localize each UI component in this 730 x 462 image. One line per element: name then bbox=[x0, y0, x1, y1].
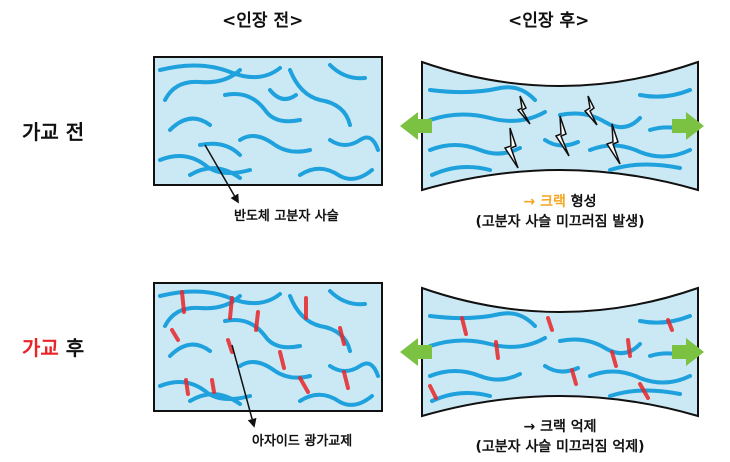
caption-chain-slip-occurs: (고분자 사슬 미끄러짐 발생) bbox=[475, 214, 645, 230]
arrow-left-icon bbox=[400, 112, 432, 140]
crosslink-suffix: 후 bbox=[65, 336, 85, 360]
label-crosslinker: 아자이드 광가교제 bbox=[252, 434, 353, 449]
arrow-right-icon bbox=[672, 338, 704, 366]
polymer-chains bbox=[428, 311, 694, 403]
caption-arrow: → bbox=[523, 194, 536, 210]
arrow-left-icon bbox=[400, 338, 432, 366]
arrow-right-icon bbox=[672, 112, 704, 140]
header-after-stretch: <인장 후> bbox=[508, 11, 590, 31]
crack-marks bbox=[503, 95, 621, 169]
label-polymer-chain: 반도체 고분자 사슬 bbox=[234, 209, 339, 224]
polymer-chain-pointer bbox=[204, 144, 239, 204]
crosslink-bonds bbox=[428, 316, 674, 400]
caption-crack-word: 크랙 bbox=[540, 194, 566, 210]
polymer-chains bbox=[158, 63, 380, 181]
header-before-stretch: <인장 전> bbox=[222, 11, 304, 31]
row-label-before-crosslink: 가교 전 bbox=[22, 120, 85, 144]
crosslinker-pointer bbox=[231, 344, 257, 428]
caption-chain-slip-suppressed: (고분자 사슬 미끄러짐 억제) bbox=[475, 439, 645, 455]
caption-crack-formed: → 크랙 형성 bbox=[438, 191, 682, 211]
caption-formed-word: 형성 bbox=[570, 194, 597, 210]
caption-crack-suppressed: → 크랙 억제 bbox=[523, 419, 597, 435]
crosslink-word: 가교 bbox=[22, 336, 59, 360]
panel-unstretched-crosslinked bbox=[153, 282, 383, 428]
panel-stretched-crosslinked bbox=[400, 286, 704, 418]
panel-stretched-uncrosslinked bbox=[400, 60, 704, 192]
panel-unstretched-uncrosslinked bbox=[153, 56, 383, 204]
row-label-after-crosslink: 가교 후 bbox=[22, 332, 84, 361]
crosslink-bonds bbox=[170, 290, 350, 396]
